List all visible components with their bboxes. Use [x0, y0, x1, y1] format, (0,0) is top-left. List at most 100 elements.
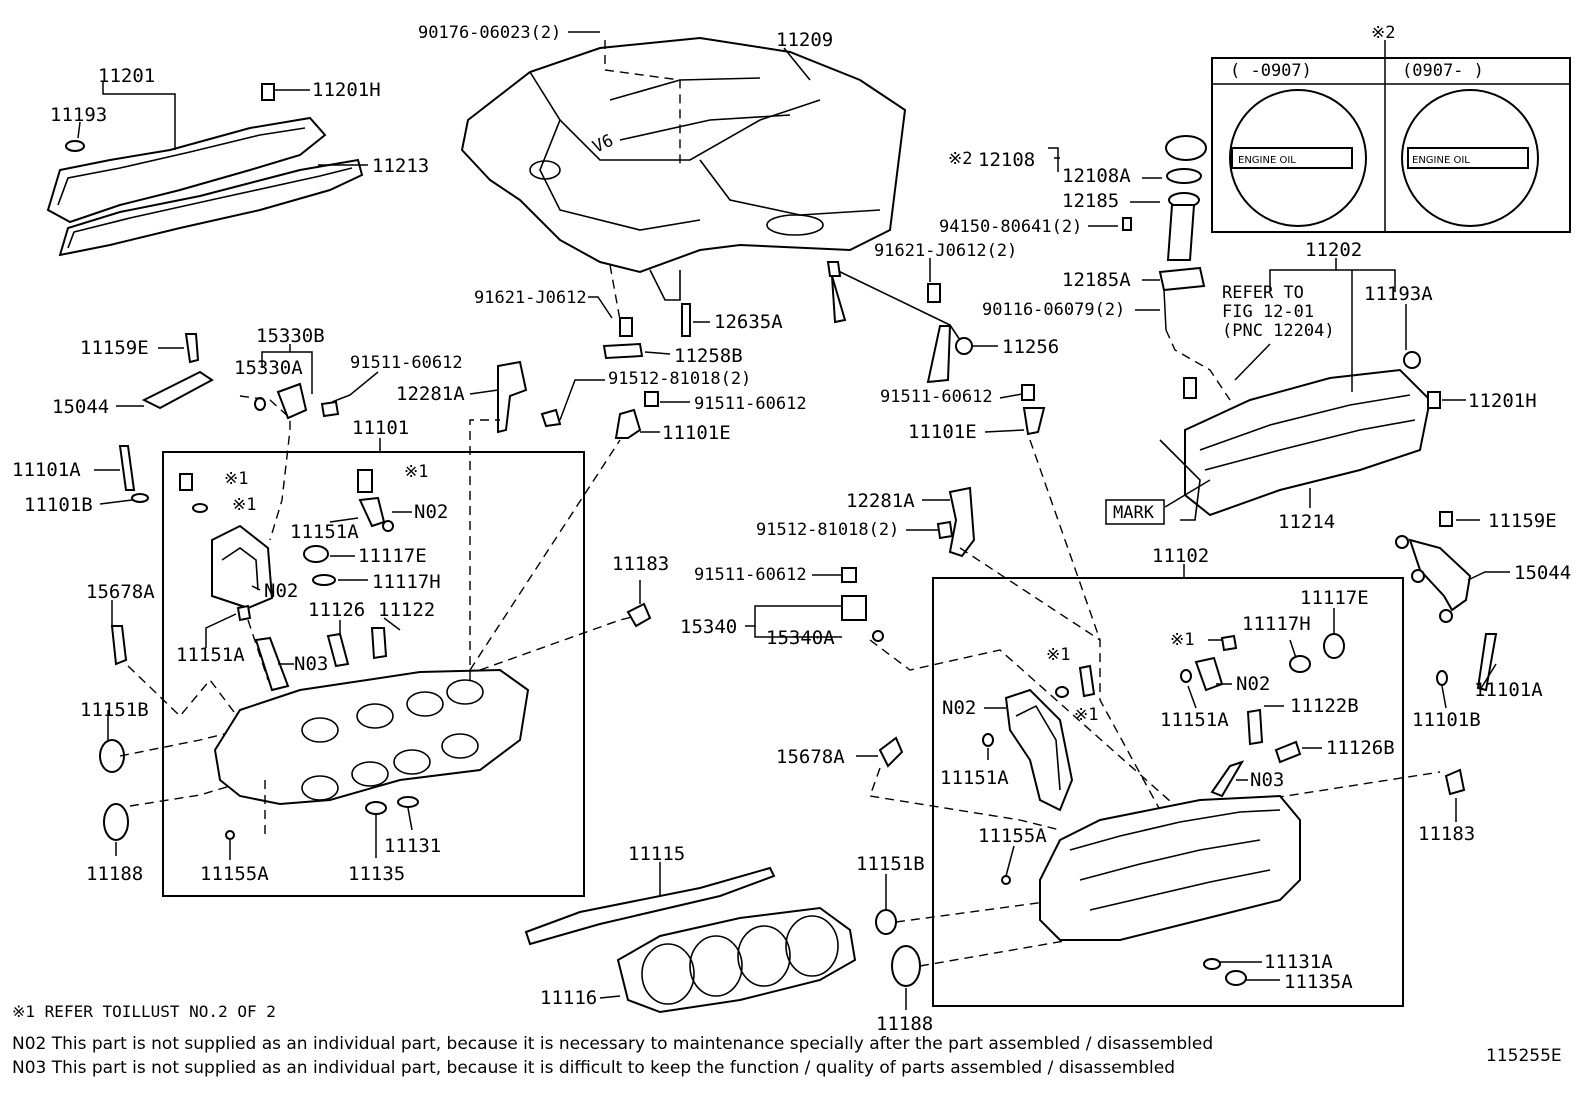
label-11258b: 11258B — [674, 345, 743, 367]
label-11126b: 11126B — [1326, 737, 1395, 759]
label-11117e-right: 11117E — [1300, 587, 1369, 609]
leaders-center — [469, 258, 1025, 638]
label-11122: 11122 — [378, 599, 435, 621]
label-11151a-a: 11151A — [290, 521, 359, 543]
label-15678a-left: 15678A — [86, 581, 155, 603]
label-90116-06079: 90116-06079(2) — [982, 300, 1125, 320]
left-mid-parts — [99, 333, 340, 841]
inset-cap-text-2: ENGINE OIL — [1412, 155, 1470, 166]
label-91621-j0612-2: 91621-J0612(2) — [874, 241, 1017, 261]
label-15340a: 15340A — [766, 627, 835, 649]
leaders-right-side — [856, 439, 1510, 1010]
n02-a: N02 — [414, 501, 448, 523]
label-11188-left: 11188 — [86, 863, 143, 885]
engine-cover — [460, 36, 907, 301]
label-11188-right: 11188 — [876, 1013, 933, 1035]
mark1-d: ※1 — [1046, 645, 1070, 665]
valve-cover-right-assembly — [1159, 351, 1441, 521]
illustration-code: 115255E — [1486, 1046, 1562, 1066]
label-12281a-left: 12281A — [396, 383, 465, 405]
label-11213: 11213 — [372, 155, 429, 177]
label-11155a-left: 11155A — [200, 863, 269, 885]
n03-b: N03 — [1250, 769, 1284, 791]
head-gaskets — [524, 862, 857, 1014]
label-11151a-d: 11151A — [940, 767, 1009, 789]
label-11102: 11102 — [1152, 545, 1209, 567]
label-91621-j0612: 91621-J0612 — [474, 288, 587, 308]
cylinder-head-right-box — [932, 564, 1404, 1007]
label-11126: 11126 — [308, 599, 365, 621]
label-12108-mark: ※2 — [948, 149, 972, 169]
oil-filler-parts — [1122, 135, 1207, 331]
mark1-b: ※1 — [232, 495, 256, 515]
label-12635a: 12635A — [714, 311, 783, 333]
leaders-oil-filler — [1048, 147, 1162, 311]
label-12108a: 12108A — [1062, 165, 1131, 187]
right-side-parts — [875, 511, 1498, 987]
label-11116: 11116 — [540, 987, 597, 1009]
label-11122b: 11122B — [1290, 695, 1359, 717]
note-n02: N02 This part is not supplied as an indi… — [12, 1034, 1214, 1054]
label-91511-60612-d: 91511-60612 — [694, 565, 807, 585]
label-11101e-left: 11101E — [662, 422, 731, 444]
label-11101e-right: 11101E — [908, 421, 977, 443]
label-15678a-right: 15678A — [776, 746, 845, 768]
label-12108: 12108 — [978, 149, 1035, 171]
refer-line-3: (PNC 12204) — [1222, 321, 1335, 341]
label-11193: 11193 — [50, 104, 107, 126]
cylinder-head-left-box — [162, 438, 585, 897]
label-11151a-b: 11151A — [176, 644, 245, 666]
label-15330a: 15330A — [234, 357, 303, 379]
leaders-left-box — [205, 419, 637, 860]
label-11117h-left: 11117H — [372, 571, 441, 593]
label-12185: 12185 — [1062, 190, 1119, 212]
inset-col1-header: ( -0907) — [1230, 61, 1312, 81]
label-90176-06023: 90176-06023(2) — [418, 23, 561, 43]
label-15330b: 15330B — [256, 325, 325, 347]
label-11202: 11202 — [1305, 239, 1362, 261]
label-11101b-right: 11101B — [1412, 709, 1481, 731]
label-11117h-right: 11117H — [1242, 613, 1311, 635]
leaders-engine-cover — [568, 31, 811, 321]
refer-line-1: REFER TO — [1222, 283, 1304, 303]
label-11151b-left: 11151B — [80, 699, 149, 721]
label-91511-60612-c: 91511-60612 — [880, 387, 993, 407]
label-11117e-left: 11117E — [358, 545, 427, 567]
label-11183-left: 11183 — [612, 553, 669, 575]
mark-text: MARK — [1113, 503, 1155, 523]
label-11151a-c: 11151A — [1160, 709, 1229, 731]
label-11256: 11256 — [1002, 336, 1059, 358]
label-11101b-left: 11101B — [24, 494, 93, 516]
label-11201h-left: 11201H — [312, 79, 381, 101]
label-15044-left: 15044 — [52, 396, 109, 418]
label-91512-81018-a: 91512-81018(2) — [608, 369, 751, 389]
label-12185a: 12185A — [1062, 269, 1131, 291]
n03-a: N03 — [294, 653, 328, 675]
label-11183-right: 11183 — [1418, 823, 1475, 845]
mark1-a: ※1 — [224, 469, 248, 489]
refer-line-2: FIG 12-01 — [1222, 302, 1314, 322]
note-mark1: ※1 REFER TOILLUST NO.2 OF 2 — [12, 1002, 276, 1021]
leaders-right-valve-cover — [1164, 258, 1466, 508]
label-11214: 11214 — [1278, 511, 1335, 533]
label-91511-60612-b: 91511-60612 — [694, 394, 807, 414]
label-94150-80641: 94150-80641(2) — [939, 217, 1082, 237]
inset-cap-text-1: ENGINE OIL — [1238, 155, 1296, 166]
n02-c: N02 — [942, 697, 976, 719]
label-11131: 11131 — [384, 835, 441, 857]
label-12281a-right: 12281A — [846, 490, 915, 512]
mark-box — [1105, 499, 1165, 525]
label-11155a-right: 11155A — [978, 825, 1047, 847]
label-11101a-left: 11101A — [12, 459, 81, 481]
mark1-c: ※1 — [404, 462, 428, 482]
valve-cover-left-assembly — [46, 83, 364, 257]
label-11159e-right: 11159E — [1488, 510, 1557, 532]
mark1-e: ※1 — [1074, 705, 1098, 725]
label-11193a: 11193A — [1364, 283, 1433, 305]
label-11135: 11135 — [348, 863, 405, 885]
label-11101a-right: 11101A — [1474, 679, 1543, 701]
label-91512-81018-b: 91512-81018(2) — [756, 520, 899, 540]
inset-mark2: ※2 — [1371, 23, 1395, 43]
oil-cap-inset — [1211, 40, 1571, 233]
